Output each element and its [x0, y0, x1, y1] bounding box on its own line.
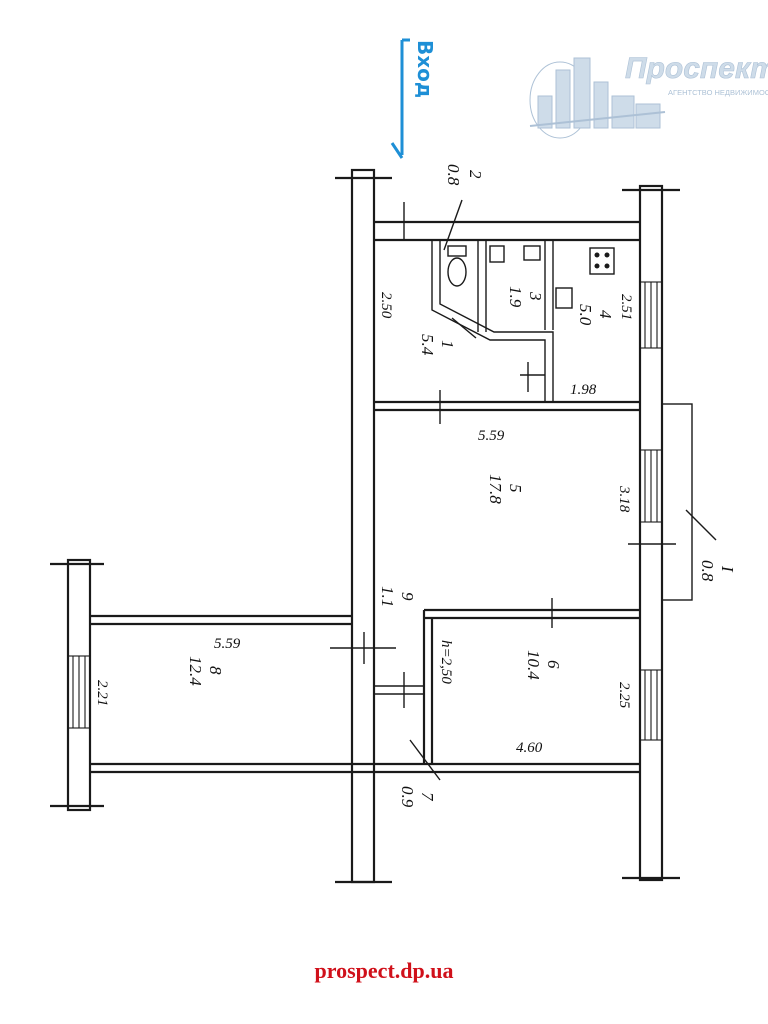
svg-text:17.8: 17.8 [486, 474, 505, 504]
svg-text:2: 2 [466, 170, 485, 179]
dimension-labels: 2.50 2.51 1.98 5.59 3.18 5.59 2.21 h=2,5… [94, 292, 634, 756]
leader-lines [409, 199, 717, 781]
svg-text:0.8: 0.8 [698, 560, 717, 582]
room-labels: 2 0.8 3 1.9 4 5.0 1 5.4 5 17.8 9 1.1 6 1… [186, 164, 737, 808]
svg-text:I: I [718, 565, 737, 573]
room-1-label: 1 5.4 [418, 334, 457, 356]
website-footer: prospect.dp.ua [314, 958, 454, 983]
entrance-marker: Вход [390, 38, 437, 159]
balcony [661, 403, 693, 601]
sink-icon [489, 245, 541, 263]
dim-room6-width: 2.25 [616, 682, 632, 709]
dim-kitchen-width: 2.51 [618, 294, 634, 320]
svg-text:12.4: 12.4 [186, 656, 205, 686]
logo-name: Проспект [625, 52, 768, 85]
dim-room8-width: 2.21 [94, 680, 110, 706]
svg-text:3: 3 [526, 291, 545, 301]
agency-logo: Проспект АГЕНТСТВО НЕДВИЖИМОСТИ [529, 52, 768, 139]
svg-text:1.9: 1.9 [506, 286, 525, 308]
window [639, 669, 663, 741]
cabinet [555, 287, 573, 309]
room-7-label: 7 0.9 [398, 786, 437, 808]
dim-room5-width: 3.18 [616, 485, 632, 513]
svg-text:4: 4 [596, 310, 615, 319]
dim-room5-length: 5.59 [478, 428, 505, 444]
svg-text:0.9: 0.9 [398, 786, 417, 808]
svg-text:5: 5 [506, 484, 525, 493]
entrance-label: Вход [413, 40, 437, 98]
window [639, 281, 663, 349]
dim-room6-length: 4.60 [516, 740, 543, 756]
entrance-arrow-icon [390, 38, 410, 159]
room-4-label: 4 5.0 [576, 304, 615, 326]
svg-text:0.8: 0.8 [444, 164, 463, 186]
svg-text:10.4: 10.4 [524, 650, 543, 680]
svg-text:9: 9 [398, 592, 417, 601]
svg-text:5.4: 5.4 [418, 334, 437, 356]
room-2-label: 2 0.8 [444, 164, 485, 186]
stove-icon [589, 247, 615, 275]
room-5-label: 5 17.8 [486, 474, 525, 504]
dim-kitchen-length: 1.98 [570, 382, 597, 398]
balcony-label: I 0.8 [698, 560, 737, 582]
toilet-icon [447, 245, 467, 287]
room-8-label: 8 12.4 [186, 656, 225, 686]
svg-text:8: 8 [206, 666, 225, 675]
room-9-label: 9 1.1 [378, 586, 417, 607]
svg-text:5.0: 5.0 [576, 304, 595, 326]
window [639, 449, 663, 523]
svg-text:6: 6 [544, 660, 563, 669]
logo-tagline: АГЕНТСТВО НЕДВИЖИМОСТИ [668, 88, 768, 97]
dim-ceiling-height: h=2,50 [438, 640, 454, 684]
window [67, 655, 91, 729]
svg-text:7: 7 [418, 792, 437, 802]
dim-hall-width: 2.50 [378, 292, 394, 319]
room-3-label: 3 1.9 [506, 286, 545, 308]
svg-text:1: 1 [438, 340, 457, 349]
building-icon [529, 57, 666, 139]
room-6-label: 6 10.4 [524, 650, 563, 680]
dim-room8-length: 5.59 [214, 636, 241, 652]
svg-text:1.1: 1.1 [378, 586, 397, 607]
walls [50, 168, 693, 884]
